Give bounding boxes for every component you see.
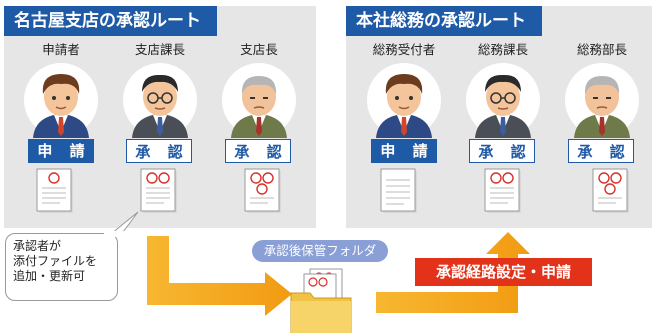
action-tag-approve: 承 認 bbox=[469, 139, 535, 163]
man-with-glasses-avatar-icon bbox=[123, 63, 197, 138]
man-with-glasses-avatar-icon bbox=[466, 63, 540, 138]
young-man-avatar-icon bbox=[367, 63, 441, 138]
senior-man-avatar-icon bbox=[222, 63, 296, 138]
role-label: 総務課長 bbox=[477, 42, 528, 57]
role-label: 総務部長 bbox=[576, 42, 627, 57]
document-stamped-once-icon bbox=[36, 168, 73, 213]
role-label: 支店課長 bbox=[134, 42, 185, 57]
route-setting-apply-badge: 承認経路設定・申請 bbox=[415, 258, 592, 286]
document-stamped-thrice-icon bbox=[244, 168, 281, 213]
flow-arrow-to-folder bbox=[147, 236, 292, 316]
young-man-avatar-icon bbox=[24, 63, 98, 138]
storage-folder-icon[interactable] bbox=[288, 265, 358, 333]
document-stamped-twice-icon bbox=[484, 168, 521, 213]
callout-line: 添付ファイルを bbox=[13, 254, 98, 268]
document-stamped-thrice-icon bbox=[592, 168, 629, 213]
role-label: 申請者 bbox=[42, 42, 80, 57]
callout-line: 承認者が bbox=[13, 239, 62, 253]
senior-man-avatar-icon bbox=[565, 63, 639, 138]
hq-panel-title: 本社総務の承認ルート bbox=[346, 6, 542, 36]
document-stamped-twice-icon bbox=[140, 168, 177, 213]
person-branch-section-chief: 支店課長 bbox=[117, 40, 203, 138]
action-tag-approve: 承 認 bbox=[126, 139, 192, 163]
action-tag-apply: 申 請 bbox=[28, 139, 94, 163]
callout-line: 追加・更新可 bbox=[13, 269, 86, 283]
role-label: 総務受付者 bbox=[372, 42, 436, 57]
action-tag-apply: 申 請 bbox=[371, 139, 437, 163]
callout-pointer-cover bbox=[104, 231, 124, 237]
attachment-note-callout: 承認者が 添付ファイルを 追加・更新可 bbox=[5, 233, 118, 301]
action-tag-approve: 承 認 bbox=[568, 139, 634, 163]
action-tag-approve: 承 認 bbox=[225, 139, 291, 163]
person-branch-manager: 支店長 bbox=[216, 40, 302, 138]
branch-panel-title: 名古屋支店の承認ルート bbox=[4, 6, 217, 36]
person-hq-receptionist: 総務受付者 bbox=[361, 40, 447, 138]
document-blank-icon bbox=[380, 168, 417, 213]
storage-folder-label: 承認後保管フォルダ bbox=[252, 240, 388, 262]
person-hq-section-chief: 総務課長 bbox=[460, 40, 546, 138]
person-hq-general-manager: 総務部長 bbox=[559, 40, 645, 138]
flow-arrow-to-hq bbox=[376, 232, 530, 313]
role-label: 支店長 bbox=[240, 42, 278, 57]
person-applicant: 申請者 bbox=[18, 40, 104, 138]
